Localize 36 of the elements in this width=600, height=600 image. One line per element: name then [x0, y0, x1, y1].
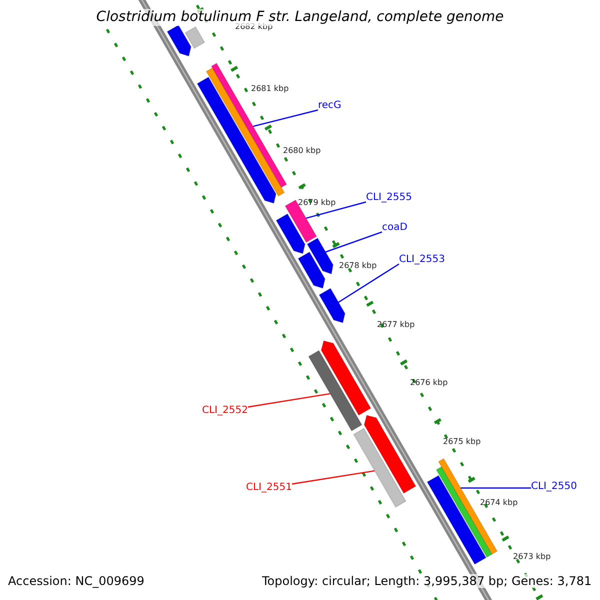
gene-feature	[320, 340, 372, 416]
gene-feature	[308, 350, 363, 432]
gene-label: coaD	[382, 222, 408, 234]
scale-label: 2675 kbp	[443, 437, 481, 447]
gene-label: CLI_2555	[366, 192, 412, 204]
gene-feature	[184, 26, 206, 50]
gene-label: recG	[318, 100, 342, 112]
info-text: Accession: NC_009699	[8, 574, 144, 588]
gene-feature	[438, 458, 498, 555]
scale-label: 2676 kbp	[410, 378, 448, 388]
scale-label: 2679 kbp	[298, 198, 336, 208]
leader-line	[338, 264, 400, 303]
scale-label: 2680 kbp	[283, 146, 321, 156]
gene-label: CLI_2552	[202, 405, 248, 417]
gene-label: CLI_2550	[531, 481, 577, 493]
leader-line	[248, 393, 330, 408]
leader-line	[252, 109, 318, 127]
gene-feature	[318, 288, 346, 324]
gene-feature	[166, 24, 192, 57]
gene-feature	[352, 428, 407, 508]
gene-label: CLI_2553	[399, 254, 445, 266]
gene-feature	[364, 414, 416, 494]
scale-label: 2678 kbp	[339, 261, 377, 271]
leader-line	[325, 231, 382, 253]
leader-line	[292, 470, 375, 485]
gene-feature	[306, 237, 334, 275]
gene-feature	[298, 251, 326, 289]
scale-label: 2674 kbp	[480, 498, 518, 508]
leader-line	[460, 487, 531, 489]
gene-feature	[276, 213, 306, 254]
info-text: Topology: circular; Length: 3,995,387 bp; Genes: 3,781	[262, 574, 592, 588]
scale-label: 2677 kbp	[377, 320, 415, 330]
scale-label: 2673 kbp	[513, 552, 551, 562]
gene-feature	[284, 199, 318, 244]
gene-label: CLI_2551	[246, 482, 292, 494]
scale-label: 2681 kbp	[251, 84, 289, 94]
